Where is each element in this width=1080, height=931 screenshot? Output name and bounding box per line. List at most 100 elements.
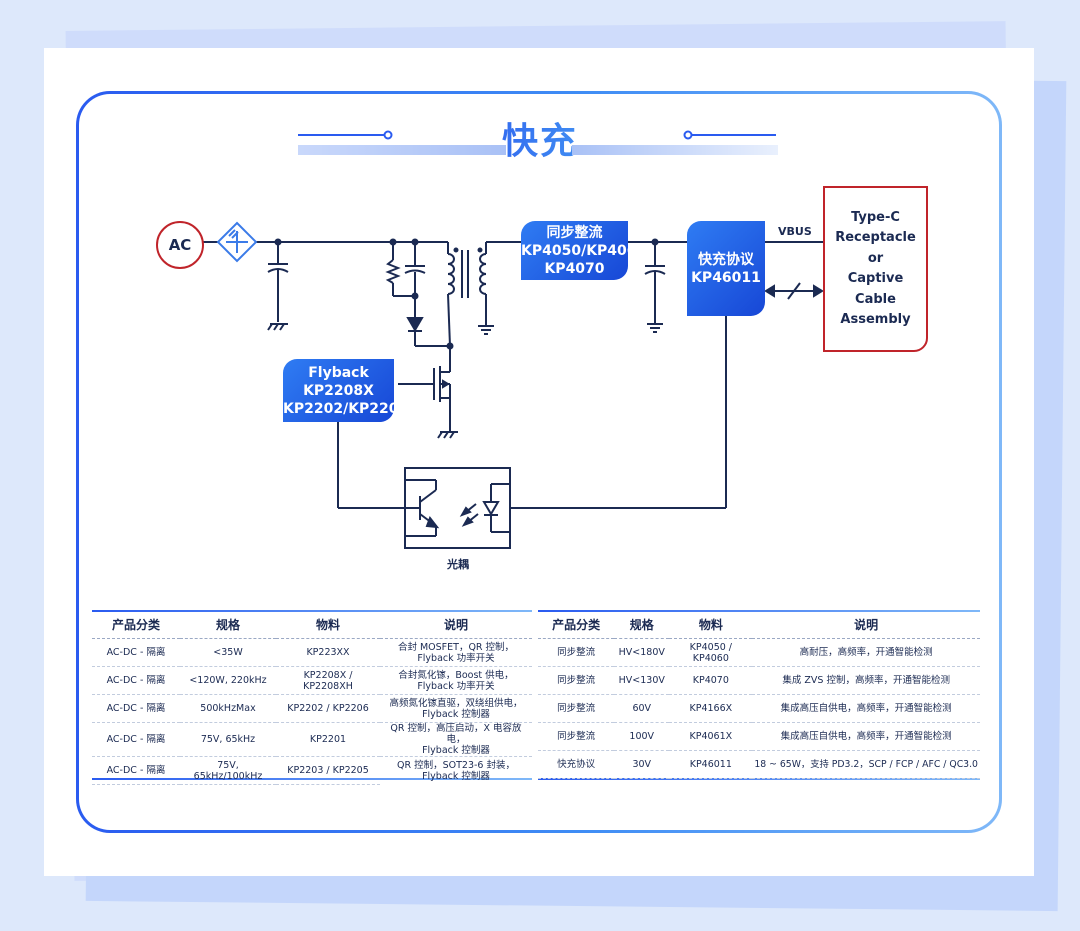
- cell-spec: 100V: [614, 722, 670, 751]
- table-header-row: 产品分类 规格 物料 说明: [538, 611, 980, 639]
- cell-spec: 75V, 65kHz/100kHz: [180, 756, 276, 785]
- cell-spec: 60V: [614, 694, 670, 723]
- bridge-rectifier: [216, 221, 258, 263]
- flyback-label: Flyback: [308, 364, 369, 381]
- typec-line-6: Assembly: [840, 312, 911, 327]
- page-title: 快充: [440, 112, 640, 164]
- table-row: AC-DC - 隔离 <35W KP223XX 合封 MOSFET，QR 控制，…: [92, 638, 532, 667]
- cell-category: 快充协议: [538, 750, 615, 779]
- cell-desc-line-2: Flyback 控制器: [422, 708, 490, 720]
- cell-spec: HV<130V: [614, 666, 670, 695]
- cell-part: KP223XX: [276, 638, 380, 667]
- cell-desc: 集成高压自供电，高频率，开通智能检测: [752, 722, 980, 751]
- col-header-part: 物料: [276, 611, 380, 639]
- cell-desc-line-2: Flyback 控制器: [422, 745, 490, 756]
- typec-connector-box: Type-C Receptacle or Captive Cable Assem…: [823, 186, 928, 352]
- cell-desc: QR 控制，SOT23-6 封装，Flyback 控制器: [380, 757, 532, 785]
- cell-desc-line-1: 合封氮化镓，Boost 供电，: [398, 669, 514, 681]
- table-row: 同步整流 100V KP4061X 集成高压自供电，高频率，开通智能检测: [538, 722, 980, 751]
- cell-part: KP46011: [669, 750, 753, 779]
- transformer: [447, 241, 524, 347]
- cell-desc: 高频氮化镓直驱，双绕组供电，Flyback 控制器: [380, 694, 532, 723]
- cell-desc-line-1: 合封 MOSFET，QR 控制，: [397, 641, 515, 653]
- cell-desc: 集成高压自供电，高频率，开通智能检测: [752, 694, 980, 723]
- cell-part: KP4050 / KP4060: [669, 638, 753, 667]
- col-header-category: 产品分类: [538, 611, 615, 639]
- cell-desc: 集成 ZVS 控制，高频率，开通智能检测: [752, 666, 980, 695]
- sync-rectifier-part-b: KP4070: [544, 260, 605, 277]
- flyback-part-a: KP2208X: [303, 382, 374, 399]
- cell-spec: 500kHzMax: [180, 694, 276, 723]
- col-header-category: 产品分类: [92, 611, 180, 639]
- cell-category: 同步整流: [538, 694, 615, 723]
- typec-line-4: Captive: [847, 271, 904, 286]
- cell-part: KP4070: [669, 666, 753, 695]
- cell-spec: 75V, 65kHz: [180, 722, 276, 757]
- table-row: 同步整流 60V KP4166X 集成高压自供电，高频率，开通智能检测: [538, 694, 980, 723]
- col-header-spec: 规格: [180, 611, 276, 639]
- cell-desc-line-2: Flyback 控制器: [422, 770, 490, 782]
- cell-desc-line-2: Flyback 功率开关: [417, 680, 495, 692]
- cell-part: KP2208X / KP2208XH: [276, 666, 380, 695]
- cell-desc: 18 ~ 65W，支持 PD3.2，SCP / FCP / AFC / QC3.…: [752, 750, 980, 779]
- table-row: AC-DC - 隔离 75V, 65kHz/100kHz KP2203 / KP…: [92, 756, 532, 785]
- spec-table-left: 产品分类 规格 物料 说明 AC-DC - 隔离 <35W KP223XX 合封…: [92, 611, 532, 785]
- cell-desc: QR 控制，高压启动，X 电容放电，Flyback 控制器: [380, 722, 532, 757]
- title-decoration: [298, 130, 778, 155]
- cell-part: KP2201: [276, 722, 380, 757]
- cell-spec: 30V: [614, 750, 670, 779]
- cell-category: AC-DC - 隔离: [92, 638, 180, 667]
- fast-charge-label: 快充协议: [698, 251, 754, 268]
- typec-line-5: Cable: [855, 291, 896, 307]
- table-row: AC-DC - 隔离 <120W, 220kHz KP2208X / KP220…: [92, 666, 532, 695]
- optocoupler-label: 光耦: [447, 558, 469, 571]
- cell-category: AC-DC - 隔离: [92, 694, 180, 723]
- cell-desc: 合封氮化镓，Boost 供电，Flyback 功率开关: [380, 666, 532, 695]
- bulk-capacitor: [267, 238, 289, 331]
- sync-rectifier-part-a: KP4050/KP4060: [521, 242, 647, 259]
- vbus-label: VBUS: [778, 225, 812, 238]
- table-row: 同步整流 HV<130V KP4070 集成 ZVS 控制，高频率，开通智能检测: [538, 666, 980, 695]
- cell-spec: HV<180V: [614, 638, 670, 667]
- optocoupler: [404, 467, 511, 549]
- ac-source: AC: [156, 221, 204, 269]
- table-row: 快充协议 30V KP46011 18 ~ 65W，支持 PD3.2，SCP /…: [538, 750, 980, 779]
- data-bus-link: [764, 282, 824, 300]
- cell-desc-line-1: QR 控制，SOT23-6 封装，: [397, 759, 515, 771]
- col-header-spec: 规格: [614, 611, 670, 639]
- typec-line-3: or: [867, 250, 884, 266]
- rcd-snubber: [385, 238, 454, 350]
- table-row: AC-DC - 隔离 75V, 65kHz KP2201 QR 控制，高压启动，…: [92, 722, 532, 757]
- flyback-part-b: KP2202/KP2206: [283, 400, 409, 417]
- cell-desc: 高耐压，高频率，开通智能检测: [752, 638, 980, 667]
- table-header-row: 产品分类 规格 物料 说明: [92, 611, 532, 639]
- cell-category: 同步整流: [538, 638, 615, 667]
- typec-line-2: Receptacle: [835, 230, 916, 245]
- cell-part: KP4061X: [669, 722, 753, 751]
- cell-desc: 合封 MOSFET，QR 控制，Flyback 功率开关: [380, 638, 532, 667]
- col-header-part: 物料: [669, 611, 753, 639]
- table-row: 同步整流 HV<180V KP4050 / KP4060 高耐压，高频率，开通智…: [538, 638, 980, 667]
- col-header-desc: 说明: [752, 611, 980, 639]
- cell-part: KP4166X: [669, 694, 753, 723]
- cell-desc-line-1: QR 控制，高压启动，X 电容放电，: [390, 723, 522, 745]
- cell-part: KP2203 / KP2205: [276, 756, 380, 785]
- cell-spec: <120W, 220kHz: [180, 666, 276, 695]
- cell-category: 同步整流: [538, 722, 615, 751]
- cell-desc-line-2: Flyback 功率开关: [417, 652, 495, 664]
- fast-charge-chip: 快充协议 KP46011: [687, 221, 765, 316]
- fast-charge-part: KP46011: [691, 269, 761, 286]
- flyback-controller-chip: Flyback KP2208X KP2202/KP2206: [283, 359, 409, 422]
- cell-category: 同步整流: [538, 666, 615, 695]
- table-row: AC-DC - 隔离 500kHzMax KP2202 / KP2206 高频氮…: [92, 694, 532, 723]
- sync-rectifier-label: 同步整流: [546, 224, 603, 241]
- cell-category: AC-DC - 隔离: [92, 722, 180, 757]
- typec-line-1: Type-C: [851, 209, 900, 225]
- table-right-bottom-rule: [538, 778, 980, 780]
- cell-category: AC-DC - 隔离: [92, 756, 180, 785]
- mosfet-switch: [398, 346, 458, 439]
- output-capacitor: [644, 238, 666, 333]
- cell-category: AC-DC - 隔离: [92, 666, 180, 695]
- sync-rectifier-chip: 同步整流 KP4050/KP4060 KP4070: [521, 221, 647, 280]
